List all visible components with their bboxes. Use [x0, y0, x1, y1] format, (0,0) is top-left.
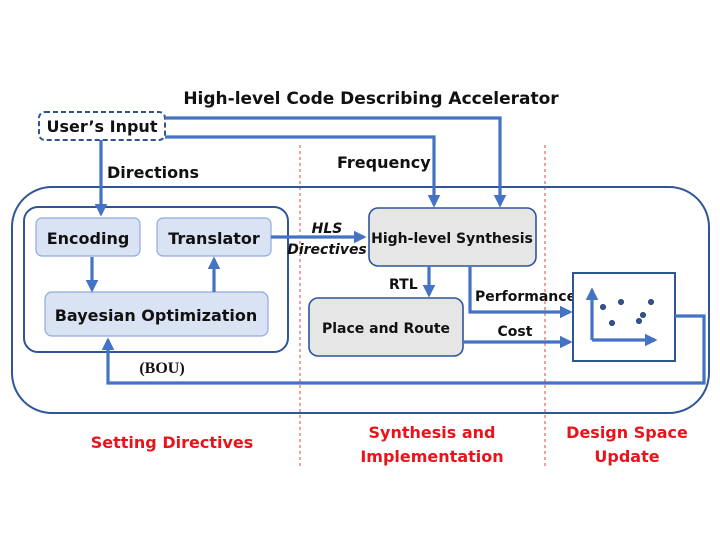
rtl-label: RTL: [389, 277, 418, 293]
diagram-title: High-level Code Describing Accelerator: [183, 89, 559, 109]
section-synthesis-line2: Implementation: [360, 447, 503, 466]
user-input-label: User’s Input: [47, 117, 158, 136]
place-and-route-label: Place and Route: [322, 321, 450, 337]
performance-label: Performance: [475, 289, 576, 305]
encoding-box: [35, 217, 141, 257]
directions-label: Directions: [107, 163, 199, 182]
bayesian-optimization-box: [44, 291, 269, 337]
code-arrow: [165, 116, 507, 208]
plot-point: [640, 311, 647, 318]
cost-label: Cost: [498, 324, 533, 340]
plot-point: [600, 303, 607, 310]
hls-directives-label-2: Directives: [287, 242, 367, 258]
place-and-route-box: [308, 297, 464, 357]
bou-label: (BOU): [139, 360, 184, 377]
plot-point: [636, 317, 643, 324]
high-level-synthesis-label: High-level Synthesis: [371, 231, 533, 247]
frequency-label: Frequency: [337, 153, 431, 172]
outer-container: [11, 186, 710, 414]
hls-directives-label-1: HLS: [312, 221, 343, 237]
design-space-plot-box: [572, 272, 676, 362]
frequency-arrow: [165, 135, 441, 208]
bou-feedback-arrow: [101, 314, 706, 385]
section-synthesis-line1: Synthesis and: [369, 423, 496, 442]
plot-point: [648, 298, 655, 305]
performance-arrow: [468, 266, 573, 319]
plot-points: [600, 298, 655, 326]
section-design-space-line2: Update: [594, 447, 659, 466]
plot-point: [618, 298, 625, 305]
section-design-space-line1: Design Space: [566, 423, 688, 442]
high-level-synthesis-box: [368, 207, 537, 267]
encoding-label: Encoding: [47, 229, 130, 248]
user-input-box: [38, 111, 166, 141]
plot-point: [609, 319, 616, 326]
translator-label: Translator: [168, 229, 260, 248]
section-setting-directives: Setting Directives: [91, 433, 254, 452]
bayesian-optimization-label: Bayesian Optimization: [55, 306, 258, 325]
